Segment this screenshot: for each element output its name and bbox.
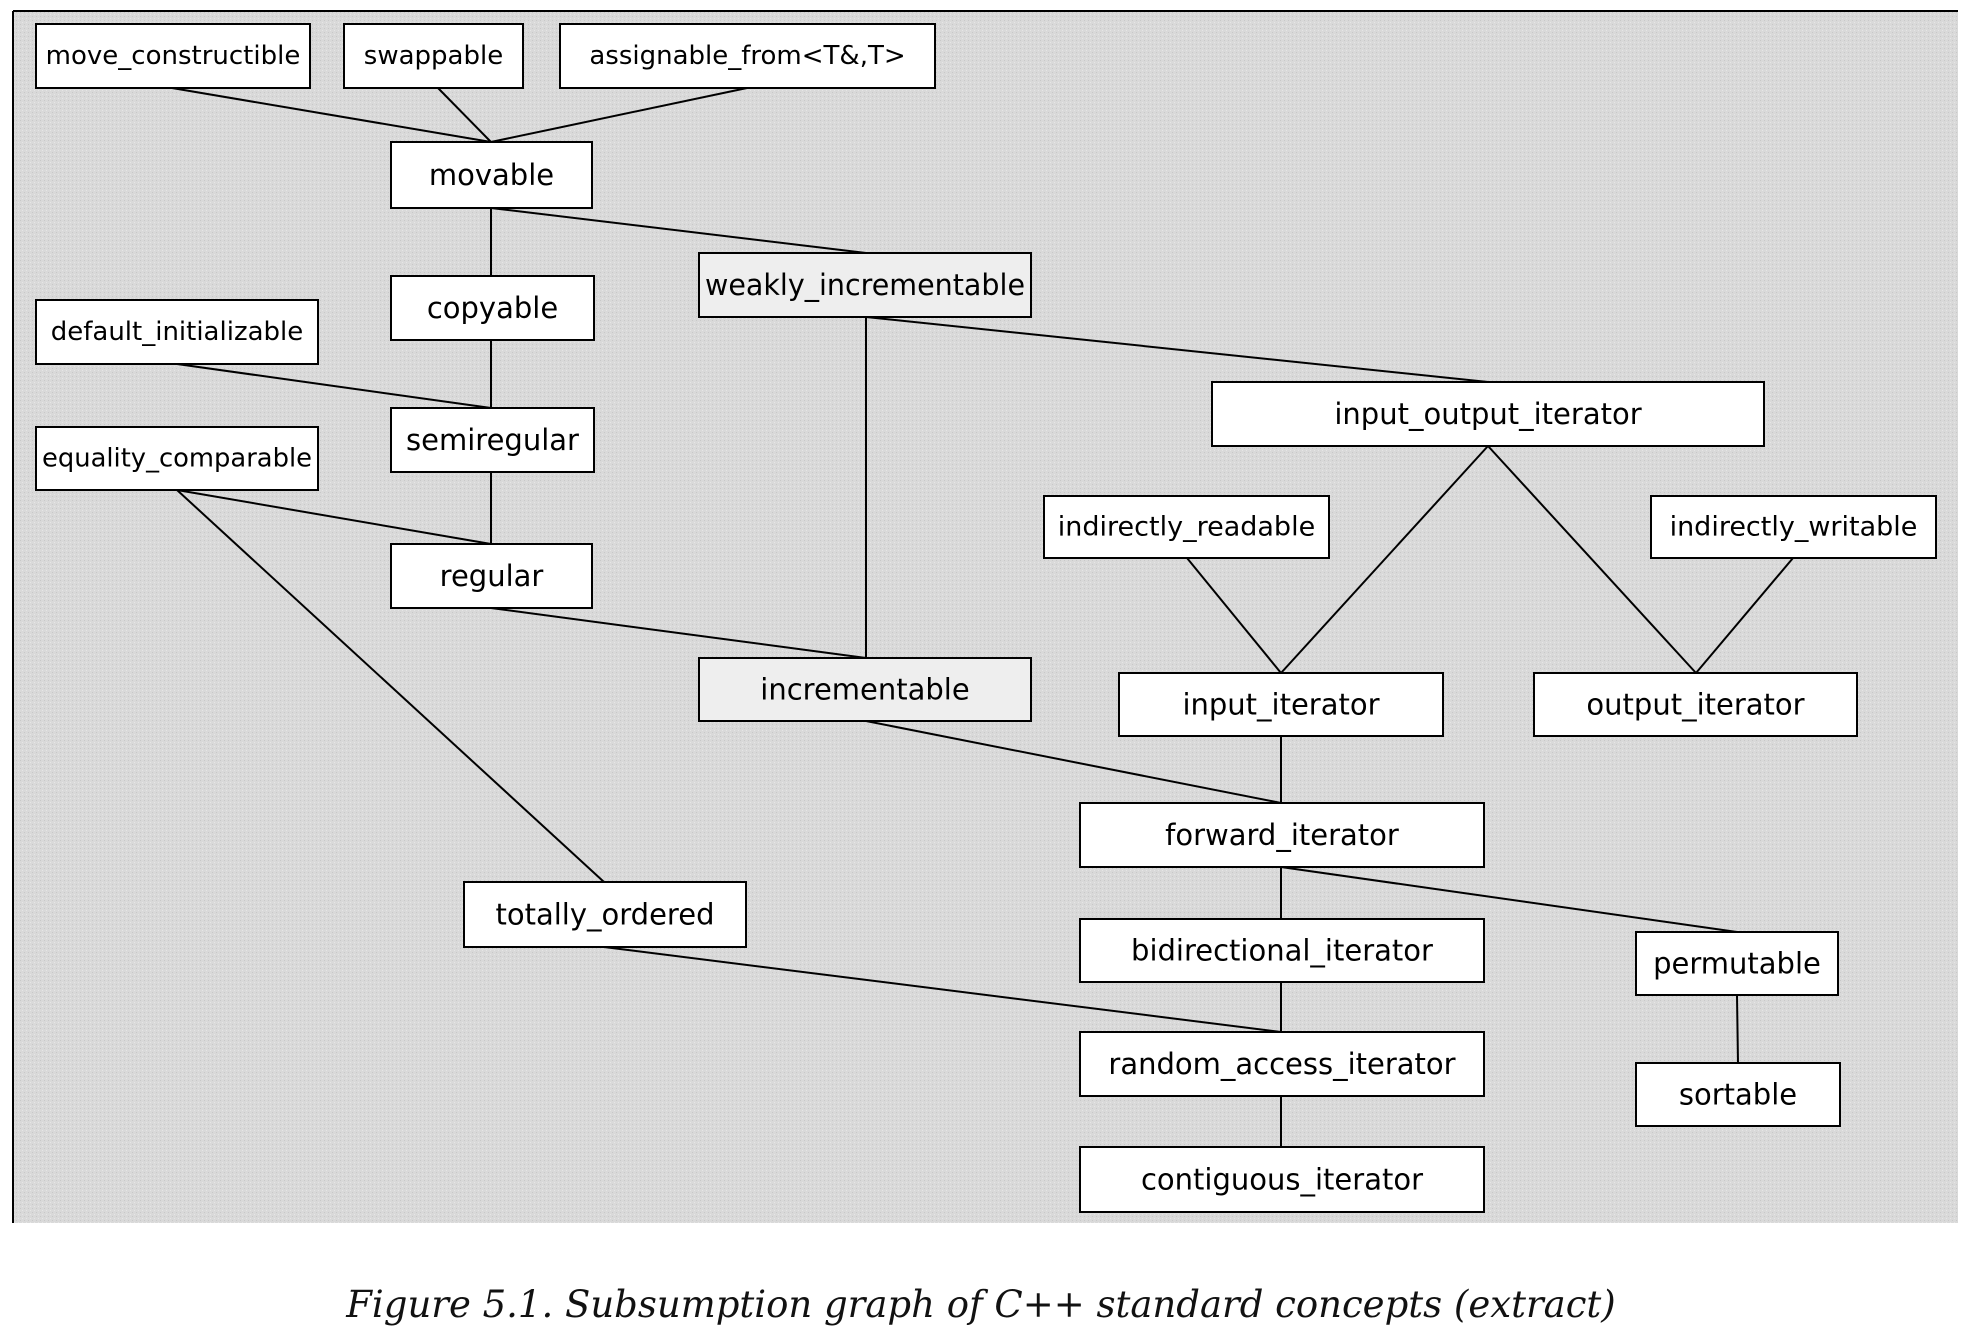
concept-box [559,23,936,89]
concept-node-indirectly-readable: indirectly_readable [1043,495,1330,559]
concept-box [35,299,319,365]
figure-caption: Figure 5.1. Subsumption graph of C++ sta… [346,1283,1616,1326]
concept-label: regular [440,559,544,593]
edge-forward-iterator-to-permutable [1280,866,1738,933]
concept-label: move_constructible [46,41,301,71]
concept-label: swappable [364,41,503,71]
concept-label: output_iterator [1586,688,1804,722]
concept-node-sortable: sortable [1635,1062,1841,1127]
concept-node-equality-comparable: equality_comparable [35,426,319,491]
concept-label: copyable [427,291,558,325]
concept-label: equality_comparable [42,444,312,474]
concept-label: permutable [1653,947,1821,981]
edge-equality-comparable-to-regular [176,489,492,545]
concept-label: semiregular [406,423,579,457]
diagram-background [13,11,1958,1223]
concept-node-regular: regular [390,543,593,609]
node-layer: move_constructible swappable assignable_fr… [35,23,1937,1213]
edge-swappable-to-movable [437,87,492,143]
concept-node-assignable-from: assignable_from<T&,T> [559,23,936,89]
concept-box [1079,1146,1485,1213]
concept-label: contiguous_iterator [1141,1163,1423,1197]
concept-node-random-access-iterator: random_access_iterator [1079,1031,1485,1097]
concept-node-indirectly-writable: indirectly_writable [1650,495,1937,559]
concept-label: totally_ordered [496,898,715,932]
concept-box [1079,802,1485,868]
concept-node-permutable: permutable [1635,931,1839,996]
concept-label: indirectly_readable [1058,512,1315,543]
concept-node-bidirectional-iterator: bidirectional_iterator [1079,918,1485,983]
concept-box [390,543,593,609]
edge-assignable-from-to-movable [490,87,748,143]
concept-node-totally-ordered: totally_ordered [463,881,747,948]
concept-box [1533,672,1858,737]
concept-label: input_output_iterator [1334,397,1641,431]
concept-node-weakly-incrementable: weakly_incrementable [698,252,1032,318]
concept-label: indirectly_writable [1670,512,1918,543]
edge-default-initializable-to-semiregular [176,363,492,409]
concept-box [1211,381,1765,447]
concept-label: weakly_incrementable [705,268,1025,302]
concept-node-incrementable: incrementable [698,657,1032,722]
concept-label: incrementable [760,673,969,707]
concept-node-input-output-iterator: input_output_iterator [1211,381,1765,447]
concept-node-movable: movable [390,141,593,209]
edge-equality-comparable-to-totally-ordered [176,489,605,883]
concept-box [1118,672,1444,737]
concept-box [35,23,311,89]
concept-box [1635,1062,1841,1127]
edge-input-output-iterator-to-input-iterator [1280,445,1489,674]
subsumption-graph: move_constructible swappable assignable_fr… [12,10,1958,1223]
edge-indirectly-writable-to-output-iterator [1695,557,1794,674]
concept-node-default-initializable: default_initializable [35,299,319,365]
concept-node-input-iterator: input_iterator [1118,672,1444,737]
concept-label: random_access_iterator [1108,1047,1455,1081]
concept-box [35,426,319,491]
edge-layer [171,87,1794,1147]
concept-box [1079,918,1485,983]
edge-regular-to-incrementable [490,607,867,659]
concept-box [390,275,595,341]
concept-label: sortable [1679,1078,1797,1112]
concept-node-move-constructible: move_constructible [35,23,311,89]
concept-label: input_iterator [1182,688,1379,722]
concept-box [343,23,524,89]
concept-node-output-iterator: output_iterator [1533,672,1858,737]
edge-indirectly-readable-to-input-iterator [1186,557,1282,674]
edge-weakly-incrementable-to-input-output-iterator [865,316,1489,383]
concept-label: bidirectional_iterator [1131,934,1433,968]
concept-box [698,252,1032,318]
concept-node-semiregular: semiregular [390,407,595,473]
concept-node-swappable: swappable [343,23,524,89]
concept-box [390,141,593,209]
concept-label: movable [429,158,554,192]
concept-box [1635,931,1839,996]
concept-box [1043,495,1330,559]
concept-node-copyable: copyable [390,275,595,341]
concept-node-contiguous-iterator: contiguous_iterator [1079,1146,1485,1213]
concept-label: assignable_from<T&,T> [589,41,905,71]
concept-box [1650,495,1937,559]
concept-box [463,881,747,948]
concept-label: default_initializable [51,317,304,347]
concept-box [698,657,1032,722]
edge-totally-ordered-to-random-access-iterator [603,946,1282,1033]
edge-move-constructible-to-movable [171,87,492,143]
edge-incrementable-to-forward-iterator [865,720,1282,804]
concept-label: forward_iterator [1165,818,1399,852]
edge-movable-to-weakly-incrementable [490,207,867,254]
concept-node-forward-iterator: forward_iterator [1079,802,1485,868]
concept-box [1079,1031,1485,1097]
edge-permutable-to-sortable [1736,994,1739,1064]
concept-box [390,407,595,473]
edge-input-output-iterator-to-output-iterator [1487,445,1697,674]
